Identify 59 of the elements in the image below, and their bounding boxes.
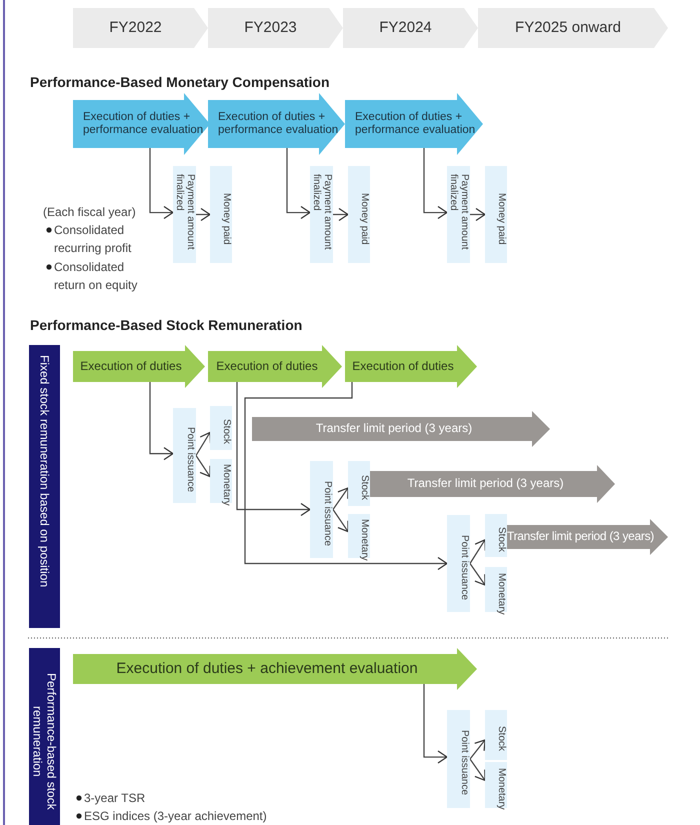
step-box: Stock (210, 406, 232, 450)
period-banner: Transfer limit period (3 years) (507, 519, 668, 555)
connector-arrow (149, 382, 174, 460)
step-box: Money paid (210, 166, 232, 263)
connector-arrow (195, 432, 212, 456)
step-box: Payment amount finalized (173, 166, 196, 263)
section-heading: Performance-Based Stock Remuneration (30, 317, 302, 333)
connector-arrow (332, 509, 349, 532)
phase-banner: Execution of duties + achievement evaluation (73, 648, 477, 690)
connector-arrow (470, 758, 486, 781)
phase-banner: Execution of duties (208, 345, 342, 388)
connector-arrow (332, 487, 349, 510)
phase-banner: Execution of duties + performance evaluation (345, 93, 483, 155)
connector-arrow (244, 382, 448, 570)
connector-arrow (236, 382, 311, 516)
connector-arrow (286, 148, 311, 220)
step-box: Monetary (485, 567, 507, 612)
connector-arrow (333, 208, 349, 222)
year-header: FY2023 (208, 8, 343, 48)
connector-arrow (196, 455, 211, 478)
step-box: Money paid (485, 166, 507, 263)
section-band: Performance-based stock remuneration (29, 648, 60, 825)
connector-arrow (470, 739, 486, 760)
period-banner: Transfer limit period (3 years) (252, 411, 550, 447)
phase-banner: Execution of duties (345, 345, 477, 388)
connector-arrow (423, 148, 448, 220)
step-box: Stock (485, 710, 507, 760)
step-box: Monetary (348, 514, 370, 558)
connector-arrow (470, 563, 486, 586)
connector-arrow (470, 539, 486, 564)
note-text: (Each fiscal year) (43, 204, 136, 221)
step-box: Money paid (348, 166, 370, 263)
year-header: FY2025 onward (478, 8, 668, 48)
step-box: Payment amount finalized (447, 166, 470, 263)
connector-arrow (196, 208, 211, 222)
connector-arrow (149, 148, 174, 220)
phase-banner: Execution of duties + performance evaluation (208, 93, 345, 155)
section-heading: Performance-Based Monetary Compensation (30, 74, 330, 90)
step-box: Point issuance (310, 461, 333, 558)
phase-banner: Execution of duties + performance evaluation (73, 93, 210, 155)
step-box: Payment amount finalized (310, 166, 333, 263)
bullet-text: ESG indices (3-year achievement) (84, 808, 268, 825)
step-box: Stock (348, 461, 370, 506)
step-box: Point issuance (173, 408, 196, 503)
period-banner: Transfer limit period (3 years) (370, 465, 615, 503)
phase-banner: Execution of duties (73, 345, 205, 388)
step-box: Stock (485, 514, 507, 557)
bullet-text: Consolidated recurring profit (54, 222, 132, 257)
step-box: Point issuance (447, 710, 470, 808)
bullet-text: 3-year TSR (84, 790, 146, 807)
step-box: Point issuance (447, 515, 470, 612)
year-header: FY2022 (73, 8, 208, 48)
bullet-text: Consolidated return on equity (54, 259, 138, 294)
step-box: Monetary (485, 762, 507, 808)
connector-arrow (423, 684, 448, 764)
connector-arrow (470, 208, 486, 222)
step-box: Monetary (210, 459, 232, 503)
year-header: FY2024 (343, 8, 478, 48)
section-band: Fixed stock remuneration based on position (29, 345, 60, 628)
